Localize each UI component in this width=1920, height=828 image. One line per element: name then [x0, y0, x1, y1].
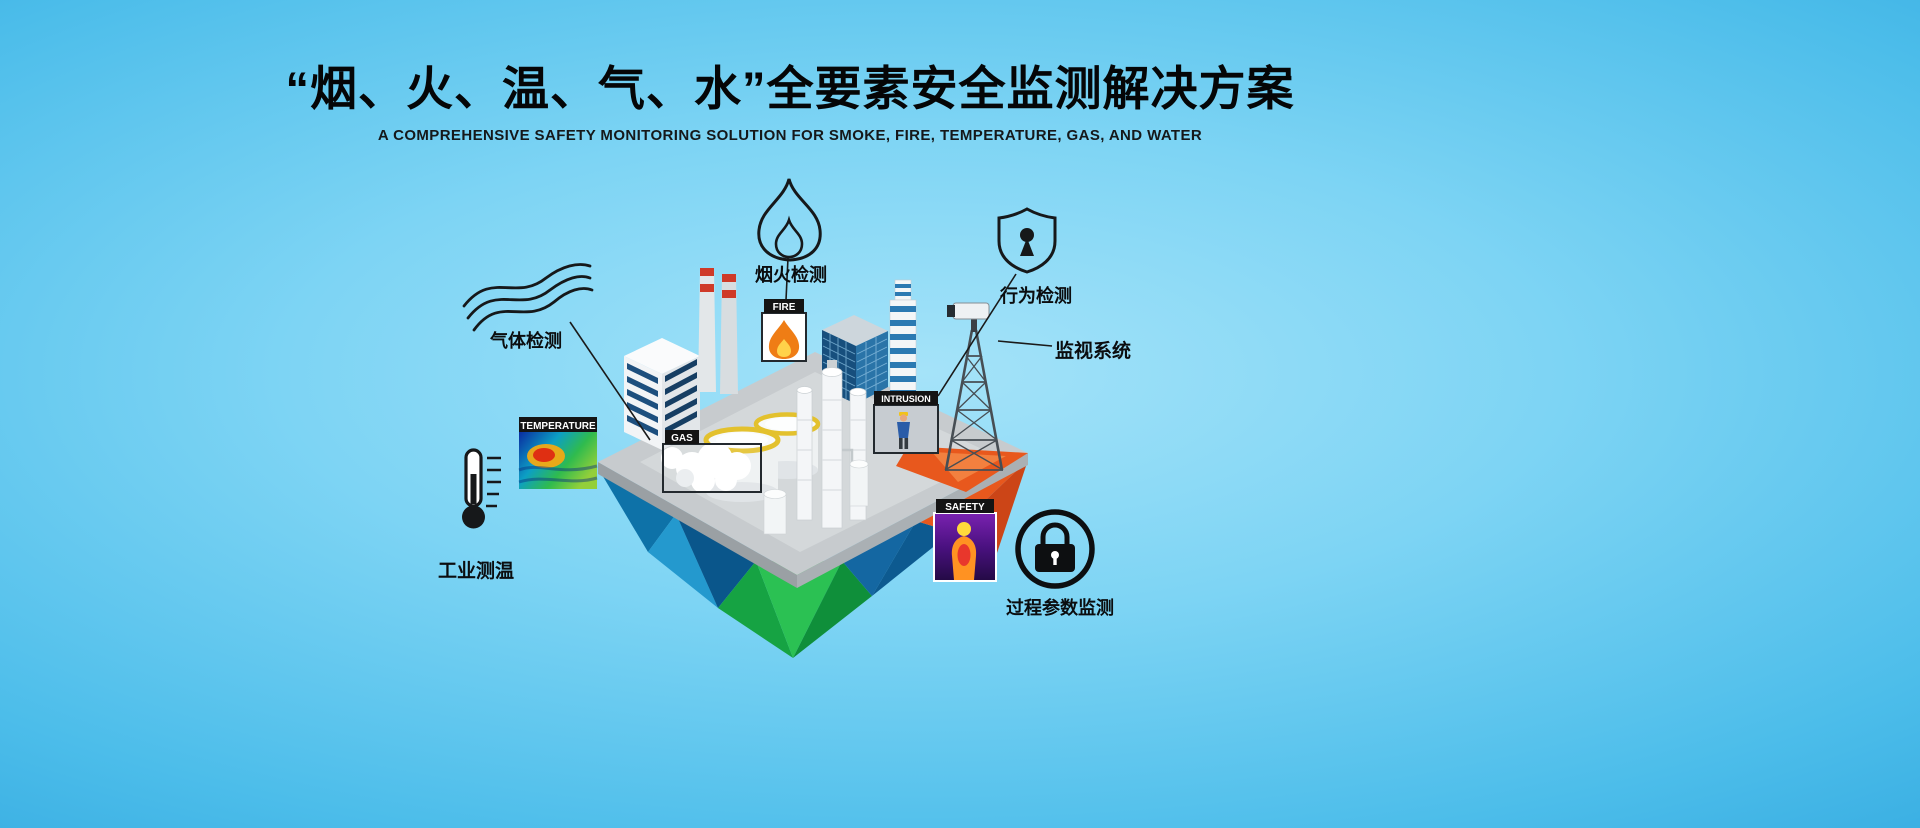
smoke-clouds	[661, 442, 751, 493]
temperature-tag-label: TEMPERATURE	[520, 421, 596, 432]
striped-tower	[889, 279, 917, 403]
industrial-temperature-label: 工业测温	[438, 561, 515, 582]
fire-tag: FIRE	[761, 299, 807, 362]
worker-figure	[897, 412, 910, 449]
surveillance-tower	[944, 302, 1004, 471]
smoke-fire-detection-label: 烟火检测	[755, 265, 827, 285]
gas-tag: GAS	[662, 430, 762, 493]
page-title: “烟、火、温、气、水”全要素安全监测解决方案	[285, 62, 1295, 115]
surveillance-connector-line	[997, 340, 1053, 347]
flame-icon	[757, 178, 822, 262]
cctv-camera-icon	[947, 302, 990, 320]
lock-circle-icon	[1015, 509, 1095, 589]
thermal-person	[951, 522, 977, 580]
office-building	[624, 338, 700, 450]
behavior-detection-label: 行为检测	[1000, 286, 1072, 306]
chimneys	[698, 268, 738, 394]
temperature-tag: TEMPERATURE	[518, 417, 598, 489]
behavior-connector-line	[937, 273, 1017, 397]
intrusion-tag: INTRUSION	[873, 391, 939, 454]
thermometer-icon	[462, 448, 501, 529]
safety-tag: SAFETY	[933, 499, 997, 582]
page-subtitle: A COMPREHENSIVE SAFETY MONITORING SOLUTI…	[377, 127, 1203, 144]
intrusion-tag-label: INTRUSION	[881, 394, 931, 404]
gas-detection-label: 气体检测	[490, 331, 562, 351]
safety-tag-label: SAFETY	[945, 502, 985, 513]
gas-connector-line	[569, 321, 651, 441]
process-parameters-label: 过程参数监测	[1006, 598, 1114, 618]
fire-tag-label: FIRE	[773, 302, 796, 313]
callout-connectors	[569, 257, 1053, 441]
fire-connector-line	[785, 257, 789, 301]
gas-waves-icon	[462, 263, 594, 332]
shield-keyhole-icon	[997, 207, 1057, 274]
front-cylinders	[763, 459, 869, 535]
surveillance-system-label: 监视系统	[1055, 341, 1132, 362]
gas-tag-label: GAS	[671, 433, 693, 444]
